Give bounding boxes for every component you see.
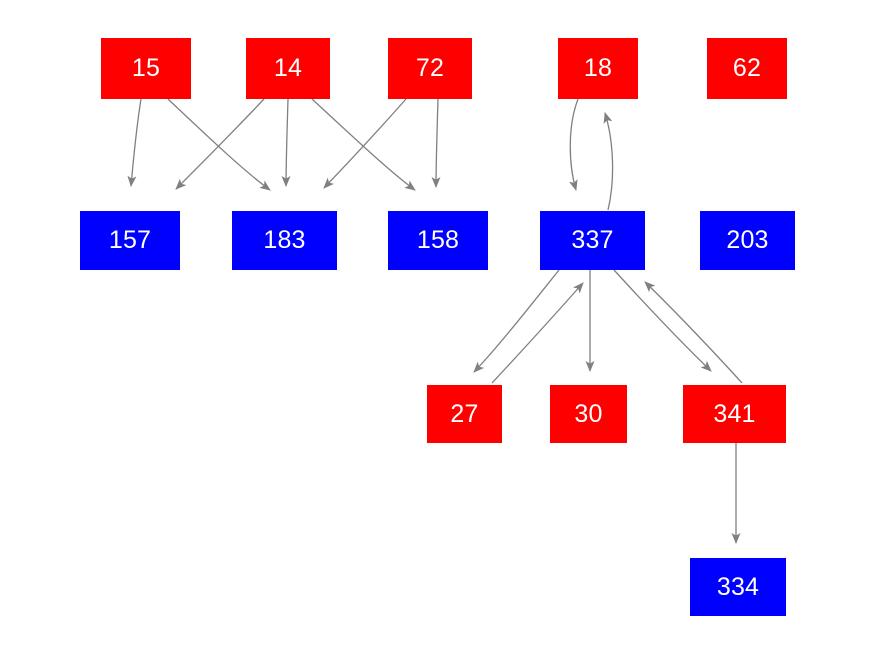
graph-edge-n72-to-n158 — [431, 98, 441, 188]
graph-node-72[interactable]: 72 — [388, 38, 472, 99]
graph-node-341[interactable]: 341 — [683, 385, 786, 443]
graph-node-label: 30 — [574, 399, 603, 428]
graph-edge-n337-to-n18 — [603, 112, 614, 211]
graph-node-27[interactable]: 27 — [427, 385, 502, 443]
graph-edge-n14-to-n157 — [175, 98, 265, 190]
graph-node-337[interactable]: 337 — [540, 211, 645, 270]
graph-edge-n18-to-n337 — [568, 98, 579, 191]
graph-node-label: 72 — [415, 54, 445, 82]
graph-node-label: 14 — [273, 54, 303, 82]
graph-edge-n15-to-n157 — [127, 98, 142, 187]
graph-node-157[interactable]: 157 — [80, 211, 180, 270]
graph-node-label: 337 — [571, 226, 614, 254]
graph-node-334[interactable]: 334 — [690, 558, 786, 616]
graph-node-label: 18 — [583, 54, 613, 82]
graph-node-label: 183 — [263, 226, 306, 254]
graph-edge-n27-to-n337 — [491, 282, 584, 384]
graph-edge-n14-to-n183 — [281, 98, 291, 187]
graph-edge-n15-to-n183 — [167, 98, 271, 191]
graph-node-15[interactable]: 15 — [101, 38, 191, 99]
graph-node-label: 157 — [108, 226, 152, 254]
graph-node-62[interactable]: 62 — [707, 38, 787, 99]
graph-edge-n72-to-n183 — [323, 98, 407, 189]
graph-node-label: 341 — [713, 399, 756, 428]
graph-edge-n14-to-n158 — [311, 98, 416, 191]
graph-edge-n337-to-n27 — [473, 269, 560, 373]
graph-edge-n337-to-n341 — [613, 269, 712, 372]
graph-node-label: 15 — [131, 54, 161, 82]
graph-node-18[interactable]: 18 — [558, 38, 638, 99]
graph-node-158[interactable]: 158 — [388, 211, 488, 270]
graph-node-183[interactable]: 183 — [232, 211, 337, 270]
edge-group — [127, 98, 743, 544]
graph-node-label: 62 — [732, 54, 762, 82]
graph-node-label: 203 — [726, 226, 769, 254]
graph-node-14[interactable]: 14 — [246, 38, 330, 99]
graph-node-label: 27 — [450, 399, 479, 428]
graph-node-30[interactable]: 30 — [550, 385, 627, 443]
graph-edge-n341-to-n337 — [644, 281, 743, 384]
graph-node-203[interactable]: 203 — [700, 211, 795, 270]
graph-node-label: 334 — [716, 572, 760, 601]
graph-node-label: 158 — [416, 226, 460, 254]
